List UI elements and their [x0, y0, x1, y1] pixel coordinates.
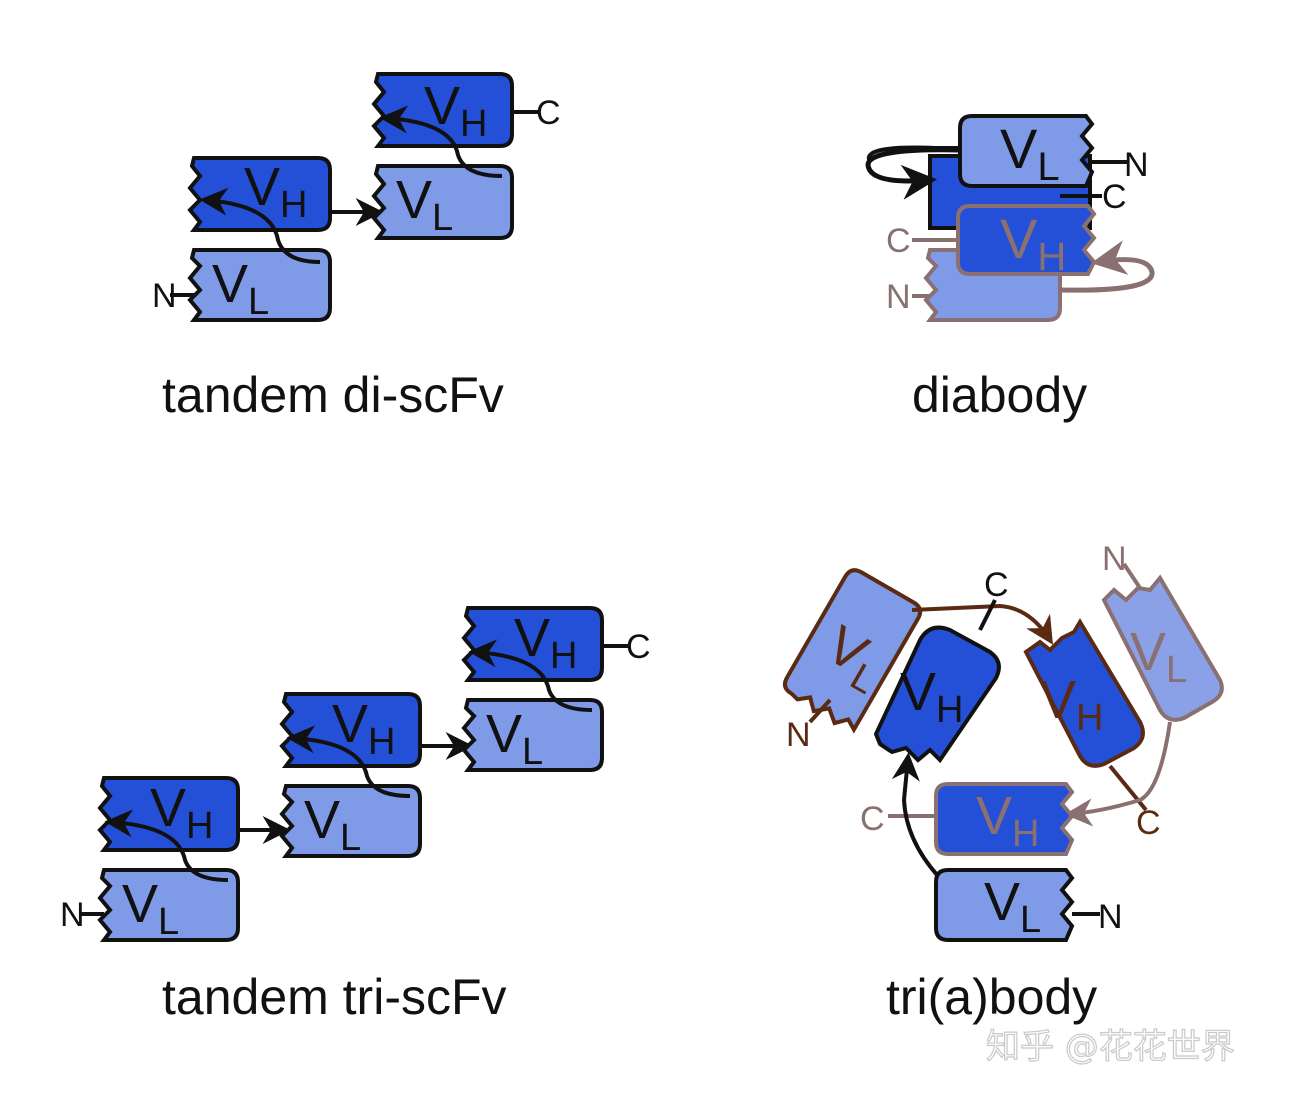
- n-terminus-line: [808, 698, 832, 724]
- n-terminus-label: N: [1102, 540, 1127, 578]
- n-terminus-label: N: [1124, 146, 1149, 184]
- c-terminus-label: C: [1136, 804, 1161, 842]
- linker-arrow: [468, 639, 593, 712]
- linker-arrow: [379, 105, 503, 178]
- vl-domain: VL: [1101, 574, 1224, 722]
- vh-domain: VH: [956, 204, 1097, 279]
- vl-domain: VL: [934, 868, 1075, 942]
- tandem-tri-scfv: VL VH N VL VH VL VH C: [60, 606, 651, 1025]
- vl-domain: VL: [461, 698, 604, 773]
- linker-arrow: [911, 603, 1053, 645]
- linker-arrow: [286, 725, 411, 798]
- n-terminus-label: N: [786, 716, 811, 754]
- svg-text:VH: VH: [976, 786, 1039, 855]
- n-terminus-label: N: [60, 896, 85, 934]
- c-terminus-label: C: [536, 94, 561, 132]
- c-terminus-label: C: [1102, 178, 1127, 216]
- svg-text:VH: VH: [150, 778, 213, 847]
- vh-domain: VH: [1023, 618, 1145, 768]
- svg-text:VL: VL: [486, 704, 543, 773]
- c-terminus-line: [1108, 764, 1148, 812]
- c-terminus-label: C: [626, 628, 651, 666]
- n-terminus-label: N: [152, 277, 177, 315]
- svg-text:VH: VH: [244, 157, 307, 226]
- triabody: VL VH N C VH C VL N VH: [782, 540, 1224, 1025]
- svg-text:VL: VL: [212, 254, 269, 323]
- linker-arrow: [1064, 721, 1172, 827]
- c-terminus-label: C: [984, 566, 1009, 604]
- svg-text:VL: VL: [1000, 117, 1060, 189]
- c-terminus-line: [978, 599, 997, 631]
- diabody: VL N C VH C N diabody: [865, 114, 1155, 423]
- vl-domain: VL: [371, 164, 514, 240]
- svg-text:VL: VL: [122, 874, 179, 943]
- vh-domain: VH: [873, 625, 1001, 764]
- linker-arrow: [1059, 240, 1155, 293]
- svg-text:VL: VL: [984, 872, 1041, 941]
- svg-text:VH: VH: [900, 662, 963, 731]
- linker-arrow: [104, 809, 229, 882]
- vh-domain: VH: [97, 776, 240, 852]
- vh-domain: VH: [279, 692, 422, 768]
- c-terminus-label: C: [886, 222, 911, 260]
- linker-arrow: [199, 187, 321, 264]
- n-terminus-label: N: [1098, 898, 1123, 936]
- linker-arrow: [891, 752, 940, 878]
- caption-diabody: diabody: [912, 367, 1087, 423]
- caption-tandem-tri-scfv: tandem tri-scFv: [162, 969, 507, 1025]
- vh-domain: VH: [187, 156, 332, 232]
- linker-arrow: [865, 147, 961, 200]
- vh-domain: VH: [934, 782, 1075, 856]
- n-terminus-line: [1122, 562, 1142, 590]
- svg-text:VL: VL: [304, 790, 361, 859]
- svg-text:VL: VL: [396, 170, 453, 239]
- c-terminus-label: C: [860, 800, 885, 838]
- vh-domain: VH: [461, 606, 604, 682]
- svg-text:VH: VH: [514, 608, 577, 677]
- watermark: 知乎 @花花世界: [986, 1027, 1235, 1067]
- tandem-di-scfv: VL VH VL VH C N tandem di-scFv: [152, 72, 561, 423]
- svg-text:VH: VH: [1040, 670, 1103, 739]
- vl-domain: VL: [97, 868, 240, 943]
- caption-tandem-di-scfv: tandem di-scFv: [162, 367, 504, 423]
- caption-triabody: tri(a)body: [886, 969, 1097, 1025]
- vl-domain: VL: [279, 784, 422, 859]
- vl-domain: VL: [187, 248, 332, 323]
- vl-domain: VL: [958, 114, 1095, 189]
- svg-text:VH: VH: [332, 694, 395, 763]
- svg-text:VH: VH: [1000, 207, 1066, 279]
- svg-text:VL: VL: [1130, 622, 1187, 691]
- n-terminus-label: N: [886, 278, 911, 316]
